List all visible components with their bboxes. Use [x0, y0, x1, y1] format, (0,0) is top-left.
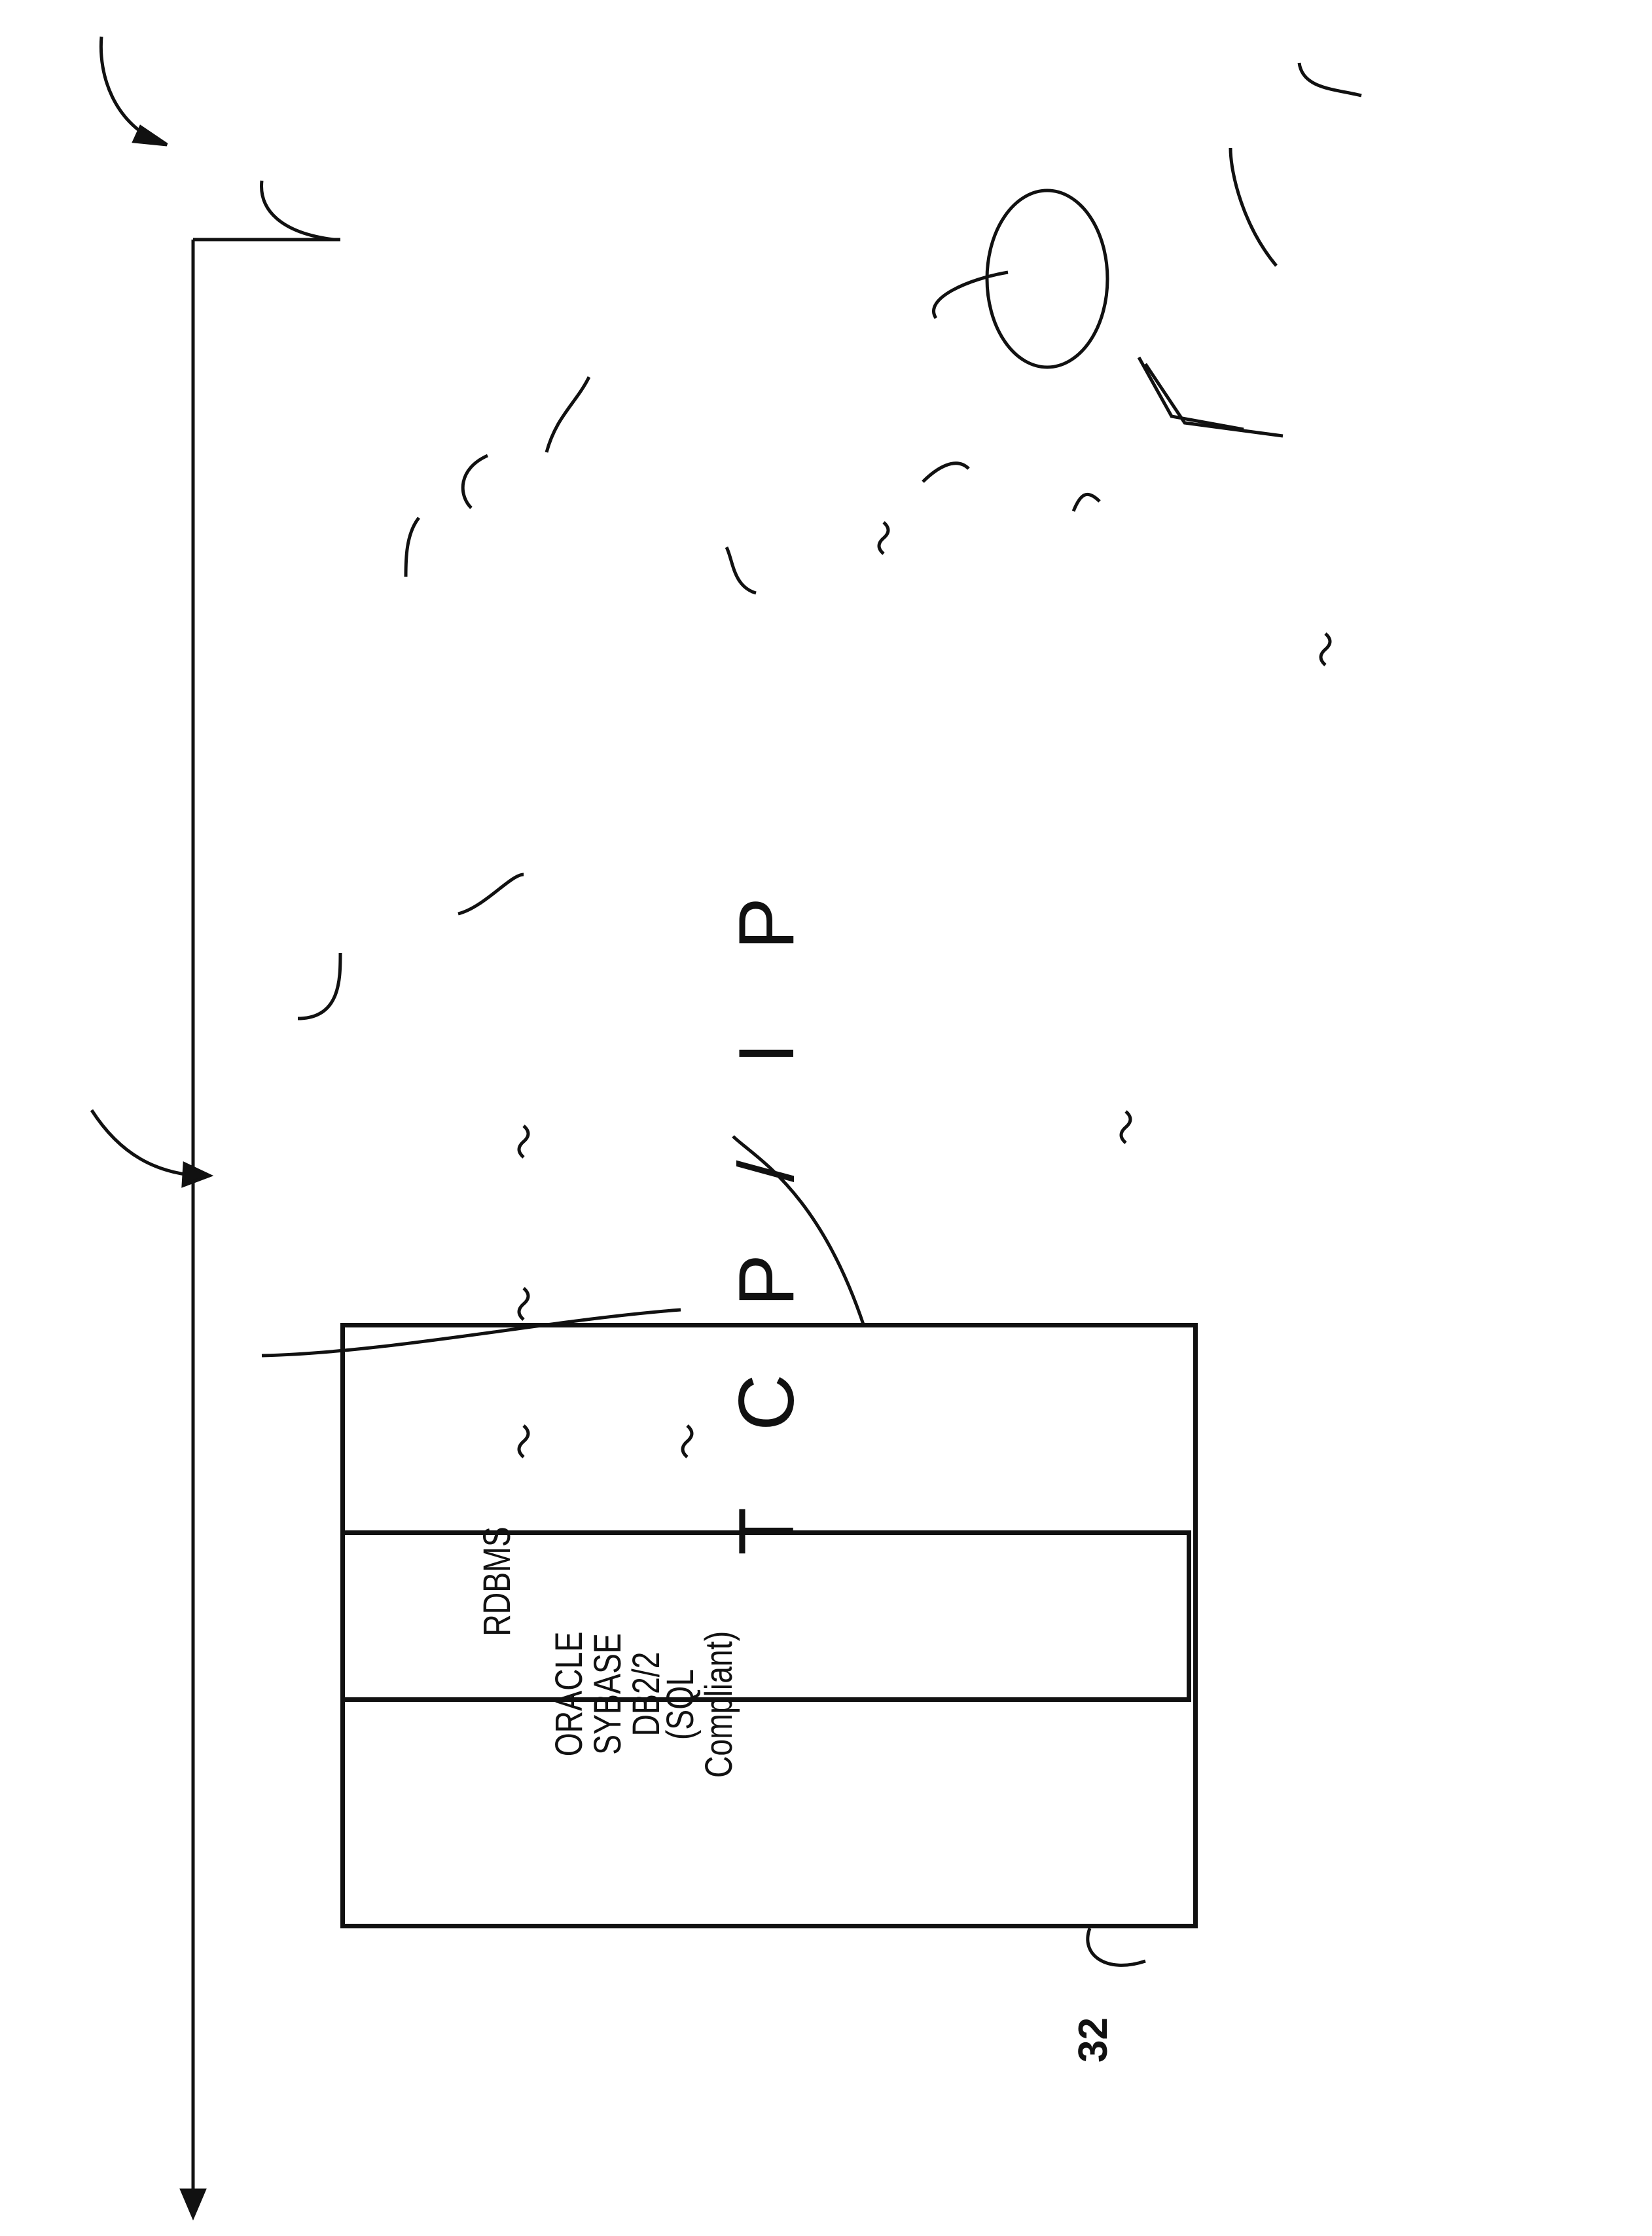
leader-58	[406, 518, 419, 577]
tcpip-letter-4: I	[727, 1043, 806, 1064]
tcpip-letter-5: P	[727, 897, 806, 950]
leader-62	[547, 377, 589, 452]
tcpip-letter-3: /	[727, 1161, 806, 1182]
tilde-30	[1321, 634, 1330, 665]
leader-66	[101, 37, 157, 141]
tcpip-letter-2: P	[727, 1254, 806, 1307]
leader-20	[1230, 148, 1276, 266]
leader-42	[298, 953, 340, 1019]
leader-64	[727, 547, 756, 593]
networks-ellipse	[987, 190, 1107, 367]
network-link-2	[1145, 364, 1283, 436]
network-link-1	[1139, 357, 1244, 429]
leader-32	[1088, 1928, 1145, 1965]
leader-36	[1073, 494, 1100, 511]
leader-17	[92, 1110, 196, 1176]
leader-17-arrowhead	[183, 1164, 209, 1185]
lan-arrowhead	[182, 2190, 204, 2216]
tcpip-letter-0: T	[727, 1507, 806, 1555]
leader-60	[463, 456, 488, 508]
leader-66-arrowhead	[134, 127, 167, 145]
tcpip-column	[340, 724, 1198, 1333]
tcpip-letter-1: C	[727, 1374, 806, 1431]
ref-32: 32	[1073, 2017, 1114, 2063]
leader-34	[262, 181, 334, 240]
tcpip-box	[340, 1530, 1191, 1702]
tilde-40	[879, 522, 888, 554]
leader-38	[923, 463, 969, 482]
leader-22	[1299, 63, 1361, 96]
leader-18	[934, 272, 1008, 318]
